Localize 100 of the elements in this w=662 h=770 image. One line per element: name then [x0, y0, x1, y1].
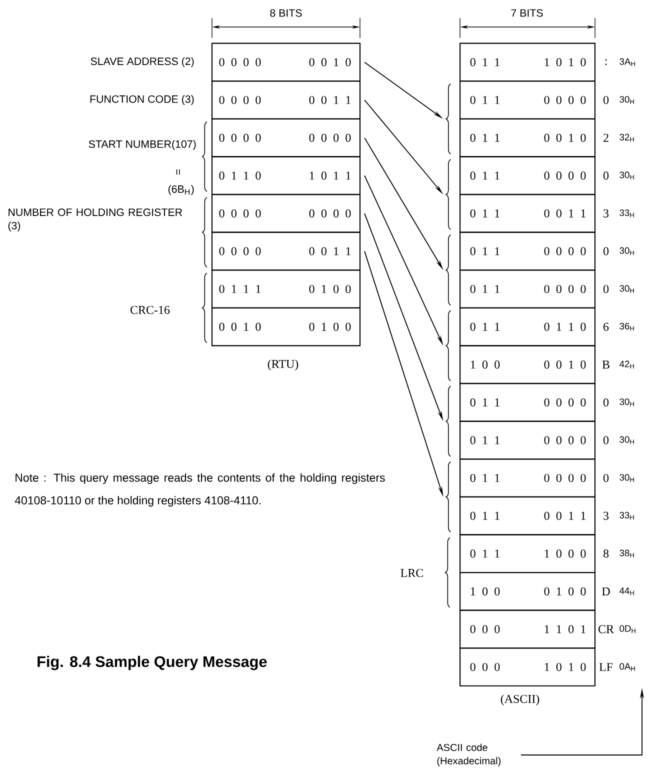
hex-code: 3A$_{H}$ — [620, 58, 635, 66]
bit-cell: 0 0 0 0 0 0 1 1 — [211, 80, 361, 120]
node-label: 0 1 1 — [470, 398, 500, 406]
node-label: 0 1 1 — [470, 474, 500, 482]
ascii-character: CR — [598, 625, 614, 634]
ascii-character: 0 — [603, 172, 609, 180]
node-label: 0 0 0 0 — [544, 436, 586, 444]
ascii-character: 2 — [604, 134, 608, 142]
node-label: 0 1 1 — [470, 134, 500, 142]
ascii-character: 0 — [603, 474, 609, 482]
hex-code: 30$_{H}$ — [620, 474, 634, 482]
node-label: 0 1 0 0 — [544, 587, 586, 596]
table-label: (RTU) — [268, 360, 298, 370]
equals-sign: = — [176, 169, 180, 175]
node-label: 0 0 0 — [470, 625, 500, 634]
bit-cell: 0 1 1 0 0 0 0 — [460, 270, 596, 308]
ascii-character: 0 — [603, 96, 609, 104]
hex-code: 30$_{H}$ — [620, 398, 634, 406]
node-label: 0 1 1 — [470, 58, 500, 66]
node-label: 1 0 1 0 — [544, 662, 586, 672]
bit-cell: 0 0 0 0 0 0 0 0 — [211, 194, 361, 233]
node-label: 1 0 0 0 — [544, 550, 586, 558]
node-label: 0 1 1 — [470, 512, 500, 520]
ascii-character: 0 — [603, 247, 609, 256]
brace — [446, 159, 452, 230]
node-label: 1 0 1 0 — [544, 58, 586, 66]
figure-caption: Fig. 8.4 Sample Query Message — [38, 656, 267, 670]
bit-cell: 0 1 1 1 0 1 0 — [460, 42, 596, 82]
hex-code: 30$_{H}$ — [620, 436, 634, 444]
bit-cell: 0 1 1 0 0 0 0 — [460, 383, 596, 422]
ascii-character: LF — [599, 663, 613, 671]
bit-cell: 0 0 0 1 1 0 1 — [460, 610, 596, 649]
hex-code: 30$_{H}$ — [620, 247, 634, 256]
node-label: 0 0 0 0 — [544, 398, 586, 406]
hex-code: 30$_{H}$ — [620, 172, 634, 180]
ascii-character: 6 — [604, 322, 609, 331]
bit-cell: 0 1 1 0 0 0 0 — [460, 156, 596, 195]
node-label: 0 0 1 0 — [544, 360, 586, 369]
ascii-character: B — [602, 360, 610, 369]
ascii-character: D — [602, 587, 610, 596]
field-label: START NUMBER(107) — [88, 140, 196, 150]
brace — [446, 310, 452, 382]
bit-cell: 0 1 1 0 1 1 0 — [460, 307, 596, 346]
hex-code: 44$_{H}$ — [619, 588, 634, 596]
hex-code: 33$_{H}$ — [620, 512, 634, 520]
ascii-character: 3 — [604, 512, 609, 520]
bit-cell: 0 1 1 0 0 0 0 — [460, 420, 596, 460]
brace — [446, 83, 452, 154]
node-label: 0 0 0 0 — [544, 172, 586, 180]
node-label: 0 1 1 — [470, 209, 500, 218]
node-label: 0 0 0 — [470, 662, 500, 672]
bit-cell: 0 1 1 0 0 1 0 — [460, 118, 596, 158]
bit-cell: 0 1 1 0 0 1 1 — [460, 194, 596, 233]
bit-cell: 0 0 0 1 0 1 0 — [460, 648, 596, 686]
bit-cell: 0 1 1 0 1 0 1 1 — [211, 156, 361, 195]
hex-code: 42$_{H}$ — [619, 360, 634, 369]
node-label: 0 1 1 — [470, 96, 500, 104]
node-label: 1 1 0 1 — [544, 625, 586, 634]
hex-code: 0A$_{H}$ — [620, 663, 635, 671]
ascii-character: 0 — [603, 398, 609, 406]
hex-code: 32$_{H}$ — [620, 134, 634, 142]
node-label: 0 1 1 — [470, 284, 500, 294]
hex-code: 36$_{H}$ — [620, 322, 634, 331]
brace — [446, 461, 452, 532]
hex-code: 38$_{H}$ — [620, 550, 634, 558]
bit-cell: 1 0 0 0 1 0 0 — [460, 572, 596, 611]
ascii-character: 8 — [603, 550, 609, 558]
node-label: 0 1 1 — [470, 436, 500, 444]
ascii-character: 0 — [603, 436, 609, 444]
ascii-character: 0 — [603, 284, 609, 294]
bit-cell: 0 0 0 0 0 0 0 0 — [211, 118, 361, 158]
node-label: 1 0 0 — [470, 587, 500, 596]
node-label: 0 1 1 — [470, 247, 500, 256]
bit-cell: 0 0 0 0 0 0 1 1 — [211, 232, 361, 271]
note-text: Note : This query message reads the contents of the holding registers 40108-10110 or the holding registers 4108-4110. — [14, 473, 385, 507]
field-label: CRC-16 — [130, 306, 170, 314]
bit-cell: 0 1 1 0 0 0 0 — [460, 232, 596, 271]
hex-code: 33$_{H}$ — [620, 209, 634, 218]
bit-cell: 0 0 0 0 0 0 1 0 — [211, 42, 361, 82]
dimension-label: 8 BITS — [270, 9, 302, 17]
field-label: SLAVE ADDRESS (2) — [90, 57, 194, 68]
node-label: 0 1 1 0 — [544, 322, 586, 331]
node-label: 0 1 1 — [470, 322, 500, 331]
bit-cell: 0 0 1 0 0 1 0 0 — [211, 307, 361, 346]
field-label: NUMBER OF HOLDING REGISTER (3) — [8, 208, 182, 232]
node-label: 0 1 1 — [470, 550, 500, 558]
node-label: 0 0 1 0 — [544, 134, 586, 142]
field-label: FUNCTION CODE (3) — [90, 95, 194, 105]
node-label: 0 0 1 1 — [544, 512, 586, 520]
bit-cell: 0 1 1 0 0 0 0 — [460, 80, 596, 120]
node-label: 0 0 1 1 — [544, 209, 586, 218]
hex-code: 0D$_{H}$ — [620, 625, 636, 634]
hex-code: 30$_{H}$ — [620, 285, 634, 293]
node-label: 0 1 1 — [470, 172, 500, 180]
node-label: 0 0 0 0 — [544, 474, 586, 482]
node-label: 0 0 0 0 — [544, 96, 586, 104]
node-label: 0 0 0 0 — [544, 284, 586, 294]
hex-code: 30$_{H}$ — [620, 96, 634, 104]
bit-cell: 1 0 0 0 0 1 0 — [460, 345, 596, 384]
bit-cell: 0 1 1 0 0 1 1 — [460, 496, 596, 536]
